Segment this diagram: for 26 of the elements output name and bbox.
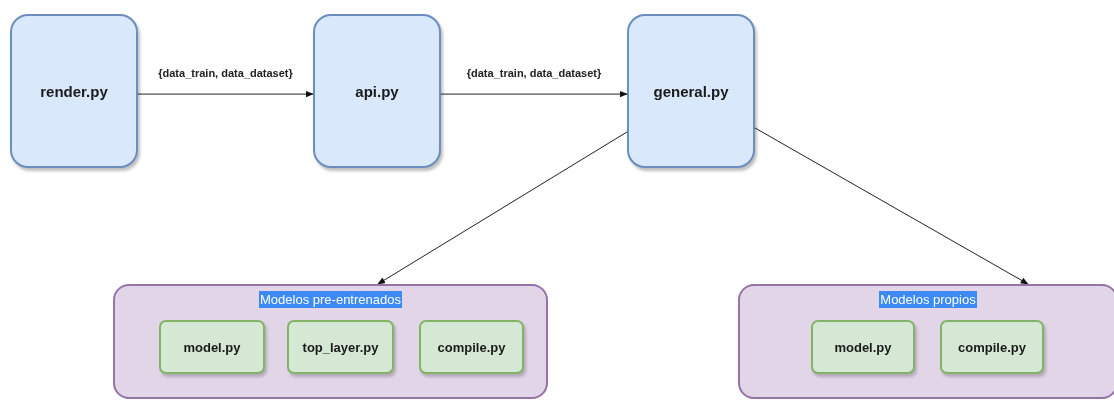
edge-label: {data_train, data_dataset} — [157, 67, 294, 80]
file-box — [10, 14, 138, 168]
group-heading: Modelos propios — [879, 291, 977, 308]
module-box — [419, 320, 524, 374]
module-box — [811, 320, 915, 374]
arrow — [440, 90, 628, 98]
module-box — [159, 320, 265, 374]
file-name: compile.py — [958, 339, 1026, 355]
file-box — [627, 14, 755, 168]
edge-label: {data_train, data_dataset} — [465, 67, 603, 80]
arrow — [754, 127, 1029, 285]
group-container — [738, 284, 1114, 399]
file-name: general.py — [653, 82, 729, 100]
group-heading: Modelos pre-entrenados — [259, 291, 402, 308]
arrow — [137, 90, 314, 98]
file-name: model.py — [183, 339, 241, 355]
module-box — [940, 320, 1044, 374]
arrow — [377, 131, 628, 285]
file-name: model.py — [834, 339, 892, 355]
file-name: api.py — [355, 82, 399, 100]
file-box — [313, 14, 441, 168]
file-name: top_layer.py — [302, 339, 379, 355]
group-container — [113, 284, 548, 399]
module-box — [287, 320, 394, 374]
file-name: render.py — [40, 82, 108, 100]
file-name: compile.py — [437, 339, 506, 355]
